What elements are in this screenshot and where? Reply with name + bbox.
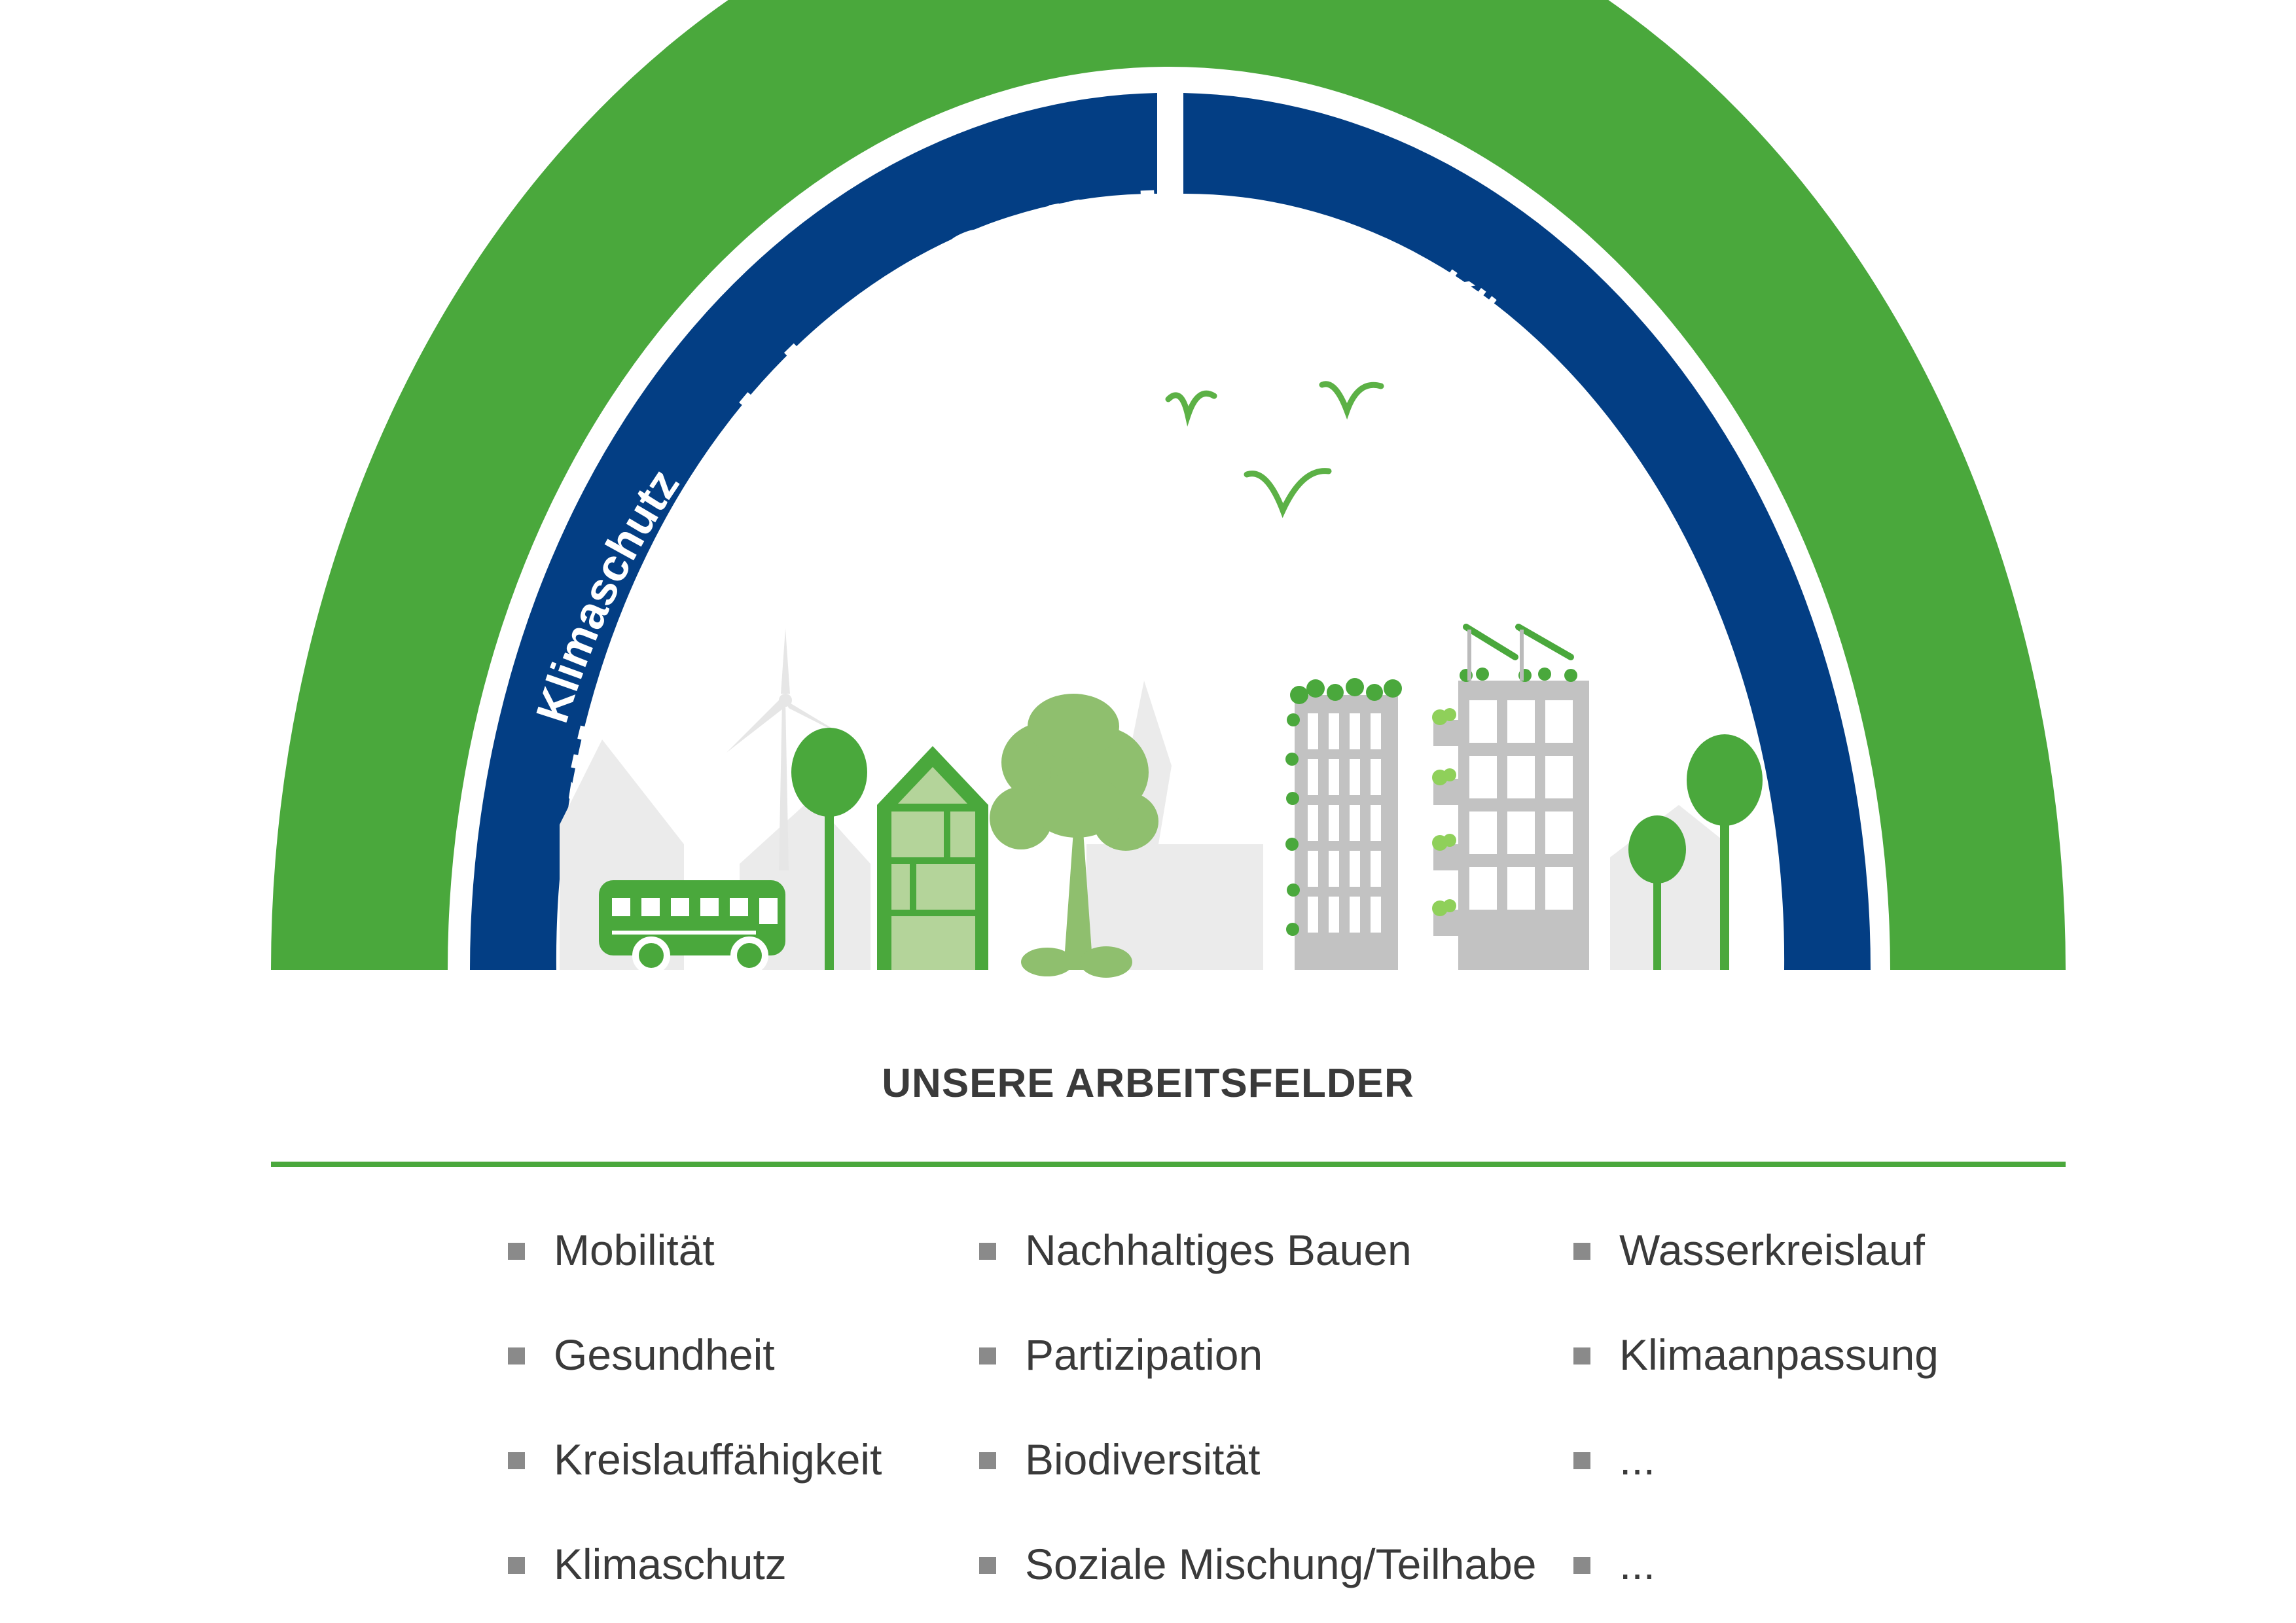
list-item: Biodiversität [979,1433,1261,1486]
light-tree-icon [990,694,1158,978]
bullet-square-icon [979,1242,996,1260]
bullet-square-icon [979,1347,996,1364]
bullet-square-icon [1573,1242,1590,1260]
bullet-square-icon [508,1556,525,1574]
list-item: Wasserkreislauf [1573,1224,1925,1276]
bullet-square-icon [1573,1347,1590,1364]
list-item: Klimaschutz [508,1538,787,1590]
arch-diagram: Klimapositive Städte und Gemeinden Klima… [271,0,2066,978]
tree-icon [791,728,867,970]
list-item: ... [1573,1433,1655,1486]
bullet-square-icon [1573,1556,1590,1574]
list-item: Mobilität [508,1224,715,1276]
divider-rule [271,1162,2066,1167]
bullet-square-icon [508,1242,525,1260]
bus-icon [599,880,785,974]
bullet-square-icon [979,1452,996,1469]
list-item: Nachhaltiges Bauen [979,1224,1412,1276]
list-item: Partizipation [979,1329,1263,1381]
list-item: Gesundheit [508,1329,775,1381]
tall-tree-icon [1687,734,1763,970]
list-item: Klimaanpassung [1573,1329,1939,1381]
bullet-square-icon [508,1347,525,1364]
work-fields-list: Mobilität Gesundheit Kreislauffähigkeit … [0,1224,2296,1616]
small-tree-icon [1628,815,1686,970]
bullet-square-icon [979,1556,996,1574]
green-roof-building-icon [1285,678,1402,970]
section-heading: UNSERE ARBEITSFELDER [882,1061,1414,1106]
list-item: Soziale Mischung/Teilhabe [979,1538,1536,1590]
birds-icon [1165,381,1384,518]
bullet-square-icon [1573,1452,1590,1469]
green-house-icon [877,746,988,970]
inner-blue-arch-right [1183,93,1871,970]
list-item: Kreislauffähigkeit [508,1433,882,1486]
list-item: ... [1573,1538,1655,1590]
outer-green-arch [271,0,2066,970]
bullet-square-icon [508,1452,525,1469]
inner-blue-arch-left [470,93,1157,970]
solar-building-icon [1432,624,1589,970]
